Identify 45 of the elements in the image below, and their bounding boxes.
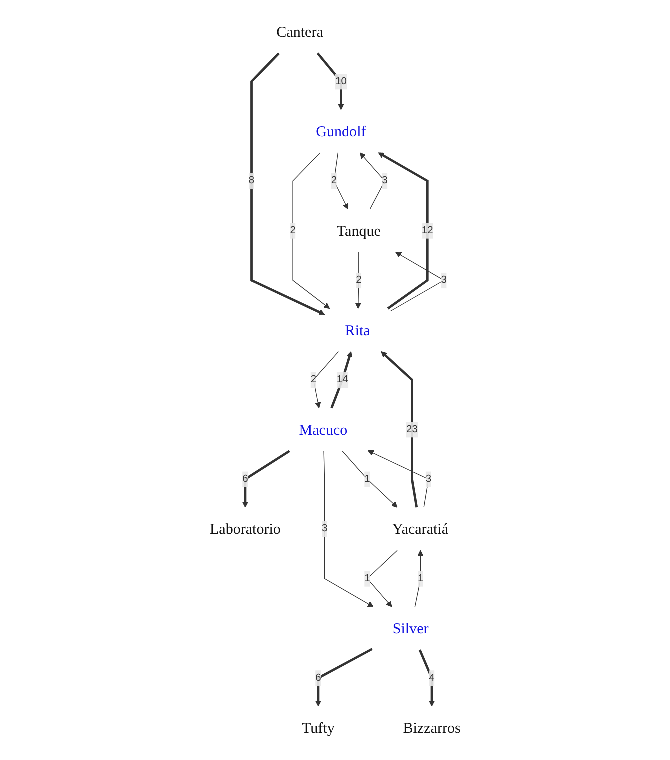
edge-label: 2: [356, 274, 362, 286]
arrow: [323, 450, 374, 608]
arrow: [418, 650, 435, 707]
edge-label: 3: [322, 522, 328, 534]
node-text: Laboratorio: [210, 520, 281, 538]
arrow: [250, 52, 325, 316]
arrow: [355, 252, 362, 310]
edge-label: 12: [422, 224, 433, 236]
node-text: Tufty: [302, 719, 334, 737]
edge-label: 3: [382, 174, 388, 186]
arrow: [414, 550, 424, 608]
edge-label: 4: [428, 672, 434, 684]
edge-label: 1: [364, 572, 370, 584]
arrow: [342, 450, 398, 508]
arrow: [292, 152, 330, 310]
node-text: Yacaratiá: [392, 520, 448, 538]
node-text: Cantera: [276, 23, 323, 41]
edge-label: 14: [336, 374, 348, 386]
node-text: Rita: [344, 322, 370, 339]
node-text: Tanque: [336, 222, 381, 240]
edge-label: 2: [290, 224, 296, 236]
edge-label: 6: [242, 473, 248, 485]
arrow: [242, 450, 290, 508]
arrow: [315, 648, 372, 707]
node-text: Silver: [392, 620, 428, 638]
arrow: [333, 152, 348, 210]
edge-label: 2: [310, 374, 316, 386]
edge-label: 10: [335, 75, 347, 88]
edge-label: 1: [418, 572, 424, 584]
arrow: [368, 450, 429, 508]
node-text: Macuco: [298, 421, 348, 438]
arrow: [312, 351, 339, 408]
arrow: [380, 352, 418, 508]
edge-label: 6: [315, 672, 321, 684]
arrow: [378, 152, 428, 310]
edge-label: 3: [440, 274, 447, 286]
node-text: Bizzarros: [402, 719, 460, 737]
arrow: [330, 352, 352, 409]
edge-label: 3: [425, 473, 432, 485]
node-text: Gundolf: [316, 122, 366, 140]
arrow: [316, 52, 344, 110]
edge-label: 23: [406, 423, 418, 436]
edge-label: 2: [330, 174, 337, 186]
edge-label: 1: [364, 473, 370, 485]
edge-label: 8: [248, 174, 254, 186]
